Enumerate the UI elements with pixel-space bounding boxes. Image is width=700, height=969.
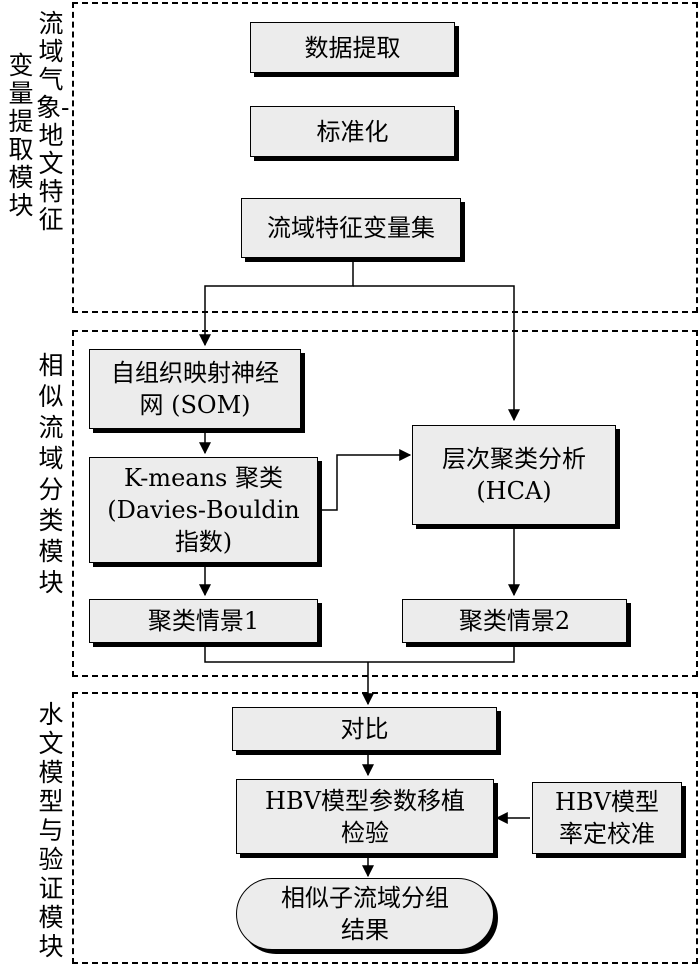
scenario1-label: 聚类情景1 xyxy=(147,607,260,635)
scenario2-box: 聚类情景2 xyxy=(402,599,627,643)
feature-set-label: 流域特征变量集 xyxy=(267,214,435,242)
classification-module-label: 相似流域分类模块 xyxy=(34,350,68,598)
hbv-transfer-box: HBV模型参数移植 检验 xyxy=(236,779,494,854)
result-label: 相似子流域分组 结果 xyxy=(281,884,449,944)
arrow-feature-to-hca xyxy=(353,285,520,422)
extraction-module-label-col1: 流域气象-地文特征 xyxy=(36,9,70,234)
kmeans-label: K-means 聚类 (Davies-Bouldin 指数) xyxy=(107,464,300,556)
feature-set-box: 流域特征变量集 xyxy=(241,198,461,258)
standardization-label: 标准化 xyxy=(316,117,389,146)
scenario1-box: 聚类情景1 xyxy=(89,599,318,643)
compare-box: 对比 xyxy=(232,707,497,751)
result-terminal: 相似子流域分组 结果 xyxy=(236,878,494,950)
kmeans-box: K-means 聚类 (Davies-Bouldin 指数) xyxy=(89,457,318,563)
extraction-module-region xyxy=(72,2,698,313)
compare-label: 对比 xyxy=(340,715,389,743)
som-label: 自组织映射神经 网 (SOM) xyxy=(111,359,279,419)
som-box: 自组织映射神经 网 (SOM) xyxy=(89,349,301,429)
hydrology-module-label-text: 水文模型与验证模块 xyxy=(38,700,64,961)
extraction-module-label-col2: 变量提取模块 xyxy=(8,51,34,220)
data-extraction-box: 数据提取 xyxy=(250,22,455,73)
standardization-box: 标准化 xyxy=(250,106,455,157)
hca-box: 层次聚类分析 (HCA) xyxy=(412,425,616,525)
data-extraction-label: 数据提取 xyxy=(304,33,401,62)
classification-module-label-text: 相似流域分类模块 xyxy=(38,351,64,597)
hbv-calibration-box: HBV模型 率定校准 xyxy=(532,782,682,854)
hydrology-module-label: 水文模型与验证模块 xyxy=(34,700,68,961)
scenario2-label: 聚类情景2 xyxy=(458,607,571,635)
hbv-calibration-label: HBV模型 率定校准 xyxy=(555,788,659,848)
classification-module-region xyxy=(72,330,698,677)
hydrology-module-region xyxy=(72,692,698,964)
hca-label: 层次聚类分析 (HCA) xyxy=(442,445,586,505)
arrow-scenarios-to-compare xyxy=(204,645,515,704)
arrow-kmeans-to-hca xyxy=(320,449,412,511)
arrow-feature-to-som xyxy=(199,262,354,347)
extraction-module-label: 变量提取模块流域气象-地文特征 xyxy=(2,10,70,234)
hbv-transfer-label: HBV模型参数移植 检验 xyxy=(265,786,465,847)
